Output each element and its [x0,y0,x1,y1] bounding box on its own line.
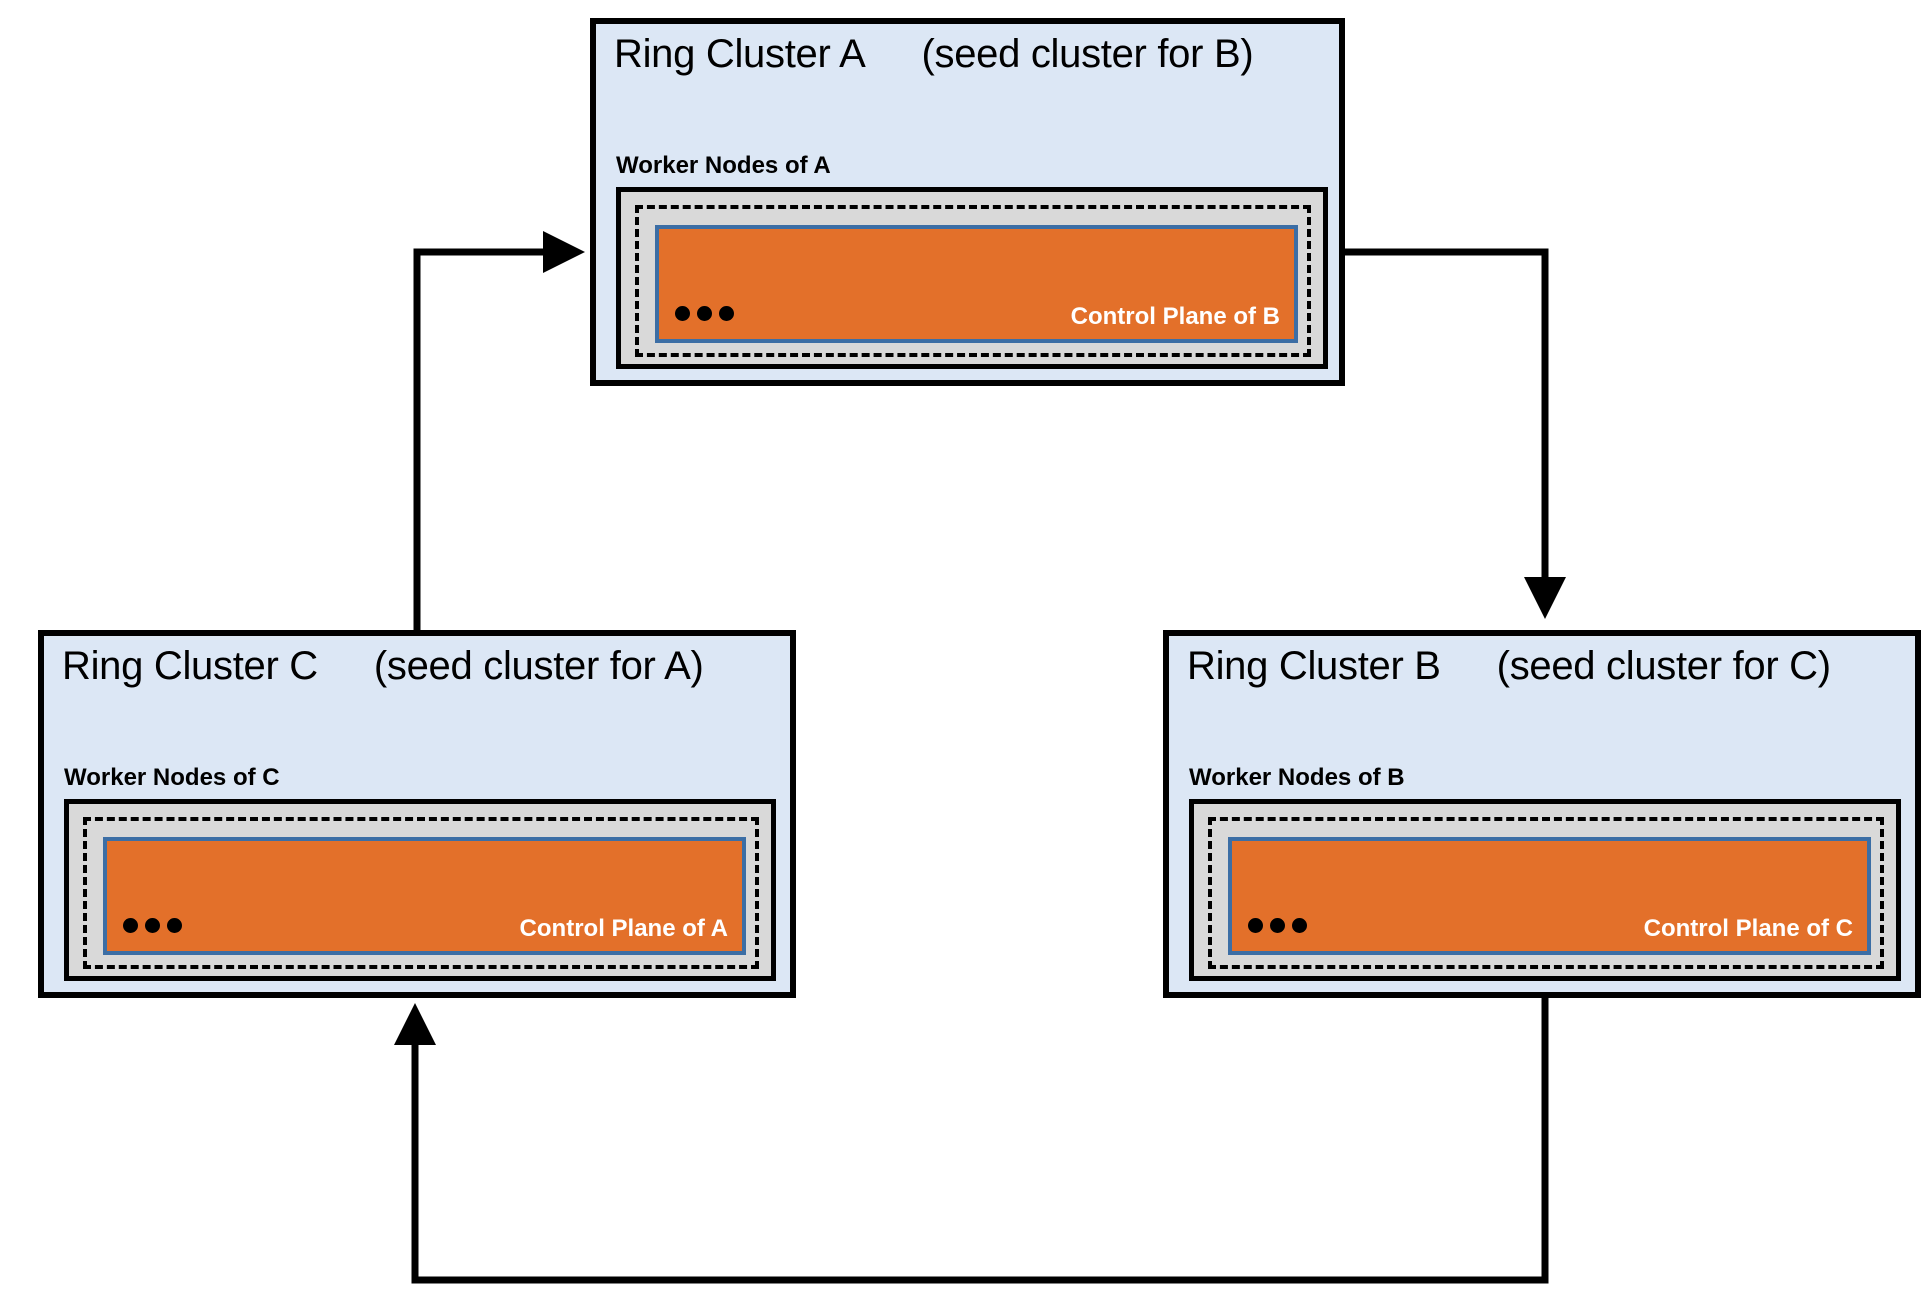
cluster-a-worker-nodes-box: Control Plane of B [616,187,1328,369]
arrow-a-to-b [1345,248,1566,619]
cluster-b-control-plane-box[interactable]: Control Plane of C [1228,837,1871,955]
cluster-a-ellipsis-icon [675,306,734,321]
cluster-c-workers-label: Worker Nodes of C [64,764,280,791]
cluster-c-control-plane-label: Control Plane of A [519,915,728,942]
cluster-a-dashed-boundary: Control Plane of B [635,205,1311,357]
arrow-c-to-a [413,231,585,630]
ring-cluster-c[interactable]: Ring Cluster C (seed cluster for A) Worke… [38,630,796,998]
cluster-c-name: Ring Cluster C [62,644,318,688]
cluster-b-title: Ring Cluster B (seed cluster for C) [1187,644,1831,689]
cluster-a-name: Ring Cluster A [614,32,866,76]
cluster-b-ellipsis-icon [1248,918,1307,933]
cluster-c-dashed-boundary: Control Plane of A [83,817,759,969]
cluster-a-workers-label: Worker Nodes of A [616,152,831,179]
cluster-b-seed-note: (seed cluster for C) [1496,644,1831,688]
arrow-b-to-c [394,998,1549,1284]
cluster-b-name: Ring Cluster B [1187,644,1441,688]
cluster-a-control-plane-label: Control Plane of B [1070,303,1280,330]
cluster-c-title: Ring Cluster C (seed cluster for A) [62,644,704,689]
cluster-a-control-plane-box[interactable]: Control Plane of B [655,225,1298,343]
ring-cluster-a[interactable]: Ring Cluster A (seed cluster for B) Worke… [590,18,1345,386]
cluster-b-dashed-boundary: Control Plane of C [1208,817,1884,969]
cluster-c-seed-note: (seed cluster for A) [373,644,704,688]
cluster-b-control-plane-label: Control Plane of C [1643,915,1853,942]
cluster-b-workers-label: Worker Nodes of B [1189,764,1405,791]
cluster-b-worker-nodes-box: Control Plane of C [1189,799,1901,981]
cluster-a-title: Ring Cluster A (seed cluster for B) [614,32,1254,77]
cluster-c-ellipsis-icon [123,918,182,933]
cluster-a-seed-note: (seed cluster for B) [921,32,1254,76]
cluster-c-control-plane-box[interactable]: Control Plane of A [103,837,746,955]
cluster-c-worker-nodes-box: Control Plane of A [64,799,776,981]
ring-cluster-b[interactable]: Ring Cluster B (seed cluster for C) Worke… [1163,630,1921,998]
